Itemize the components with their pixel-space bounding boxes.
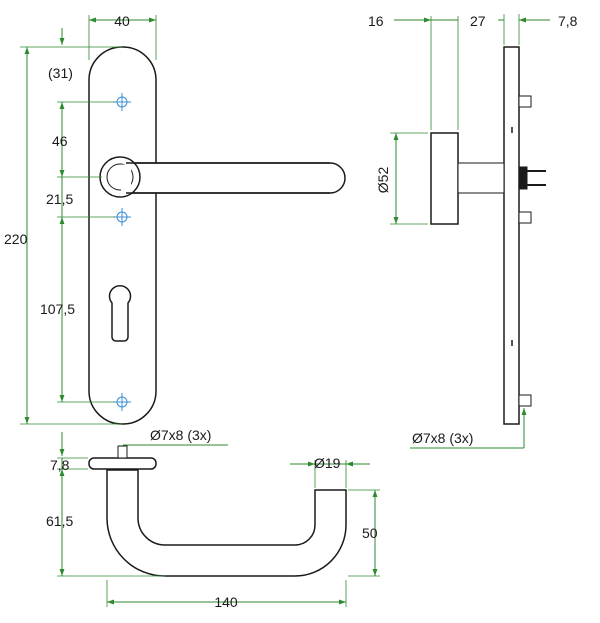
rose-diameter-label: Ø52 [375,167,391,194]
lever-length-label: 140 [214,594,238,610]
side-plate [503,46,520,425]
lever-arm [125,162,346,194]
hole-to-hole-label: 107,5 [40,301,75,317]
side-rose-label: 16 [368,13,384,29]
hole-to-lever-label: 46 [52,133,68,149]
back-plate [88,46,157,425]
top-offset-label: (31) [48,65,73,81]
crosshair-target-icon [113,93,131,111]
lever-diameter-label: Ø19 [314,455,341,471]
side-lever-label: 27 [470,13,486,29]
spindle-square [518,166,528,190]
side-spindle [457,162,505,194]
side-plate-label: 7,8 [558,13,578,29]
front-view: 40 220 (31) 46 21,5 107,5 [4,13,346,425]
side-bolts-label: Ø7x8 (3x) [412,430,473,446]
plate-height-label: 220 [4,231,28,247]
lever-drop-label: 50 [362,525,378,541]
side-bolt-top [518,95,532,108]
crosshair-target-icon [113,393,131,411]
top-plate-label: 7,8 [50,457,70,473]
side-bolt-bottom [518,394,532,407]
screw-hole-top [113,93,131,111]
top-bolts-label: Ø7x8 (3x) [150,427,211,443]
top-view: 7,8 Ø7x8 (3x) 61,5 Ø19 50 140 [46,427,380,610]
crosshair-target-icon [113,208,131,226]
keyhole [108,284,132,342]
side-bolt-middle [518,211,532,224]
screw-hole-bottom [113,393,131,411]
side-view: 16 27 7,8 Ø52 Ø7x8 (3x) [368,13,578,449]
top-plate [88,457,157,470]
lever-rise-label: 61,5 [46,513,73,529]
screw-hole-middle [113,208,131,226]
top-bolt [117,445,128,459]
side-lever-block [430,132,459,225]
top-lever [106,469,347,577]
lever-to-hole-label: 21,5 [46,191,73,207]
plate-width-label: 40 [114,13,130,29]
